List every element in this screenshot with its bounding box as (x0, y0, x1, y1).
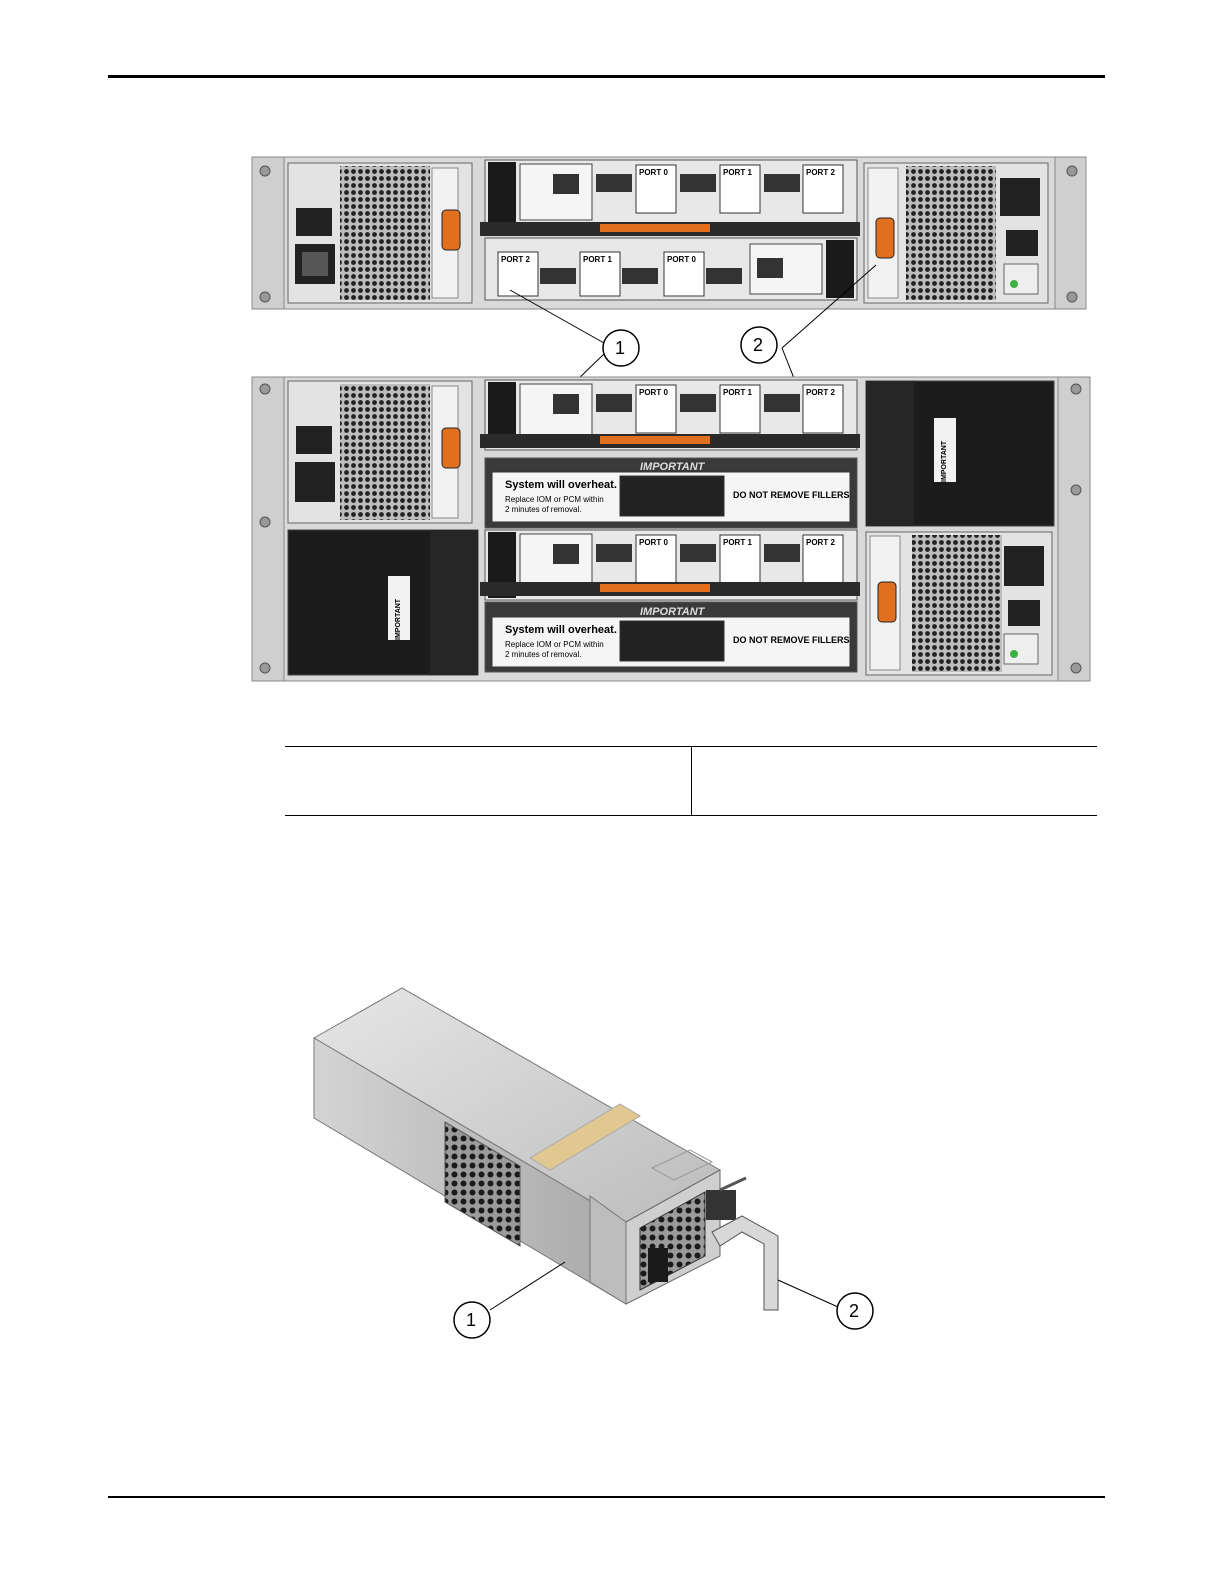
callout-2-label: 2 (753, 335, 763, 355)
psu-handle[interactable] (712, 1216, 778, 1310)
rack-ear-right (1058, 377, 1090, 681)
sas-port (622, 268, 658, 284)
svg-text:PORT 2: PORT 2 (806, 388, 835, 397)
fig2-callout-2-label: 2 (849, 1301, 859, 1321)
power-inlet (1000, 178, 1040, 216)
important-label: IMPORTANT (640, 461, 706, 473)
power-switch (1006, 230, 1038, 256)
iom-filler-lower: IMPORTANT System will overheat. Replace … (485, 602, 857, 672)
svg-text:Replace IOM or PCM within: Replace IOM or PCM within (505, 640, 604, 649)
psu-handle[interactable] (442, 210, 460, 250)
port0-label-a: PORT 0 (639, 168, 668, 177)
port1-label-b: PORT 1 (583, 255, 612, 264)
psu-handle[interactable] (878, 582, 896, 622)
footer-rule (108, 1496, 1105, 1498)
sas-port (540, 268, 576, 284)
svg-text:2 minutes of removal.: 2 minutes of removal. (505, 650, 581, 659)
port0-label-b: PORT 0 (667, 255, 696, 264)
rack-ear-left (252, 157, 284, 309)
svg-text:PORT 0: PORT 0 (639, 538, 668, 547)
iom-top-a: PORT 0 PORT 1 PORT 2 (480, 160, 860, 236)
svg-text:System will overheat.: System will overheat. (505, 624, 617, 636)
release-latch[interactable] (648, 1248, 668, 1282)
svg-text:IMPORTANT: IMPORTANT (640, 606, 706, 618)
overheat-body-1: Replace IOM or PCM within (505, 495, 604, 504)
right-psu-top (864, 163, 1048, 303)
callout-1-label: 1 (615, 338, 625, 358)
fig2-callout-1-label: 1 (466, 1310, 476, 1330)
power-inlet (295, 462, 335, 502)
port1-label-a: PORT 1 (723, 168, 752, 177)
svg-text:PORT 2: PORT 2 (806, 538, 835, 547)
sas-port (764, 174, 800, 192)
psu-handle[interactable] (876, 218, 894, 258)
iom-latch[interactable] (600, 436, 710, 444)
svg-text:DO NOT REMOVE FILLERS: DO NOT REMOVE FILLERS (733, 635, 850, 645)
filler-important-left: IMPORTANT (395, 598, 402, 640)
bottom-enclosure: IMPORTANT PORT 0 PORT 1 PORT 2 IMPORTANT… (252, 377, 1090, 681)
svg-text:PORT 0: PORT 0 (639, 388, 668, 397)
sas-port (596, 174, 632, 192)
port2-label-b: PORT 2 (501, 255, 530, 264)
left-psu-top (288, 163, 472, 303)
power-inlet (1004, 546, 1044, 586)
iom-top-b: PORT 2 PORT 1 PORT 0 (485, 238, 857, 300)
sas-port (706, 268, 742, 284)
fan-grille (912, 535, 1002, 672)
port2-label-a: PORT 2 (806, 168, 835, 177)
top-enclosure: PORT 0 PORT 1 PORT 2 PORT 2 PORT 1 PORT … (252, 157, 1086, 309)
rack-ear-right (1055, 157, 1086, 309)
psu-isometric (314, 988, 778, 1310)
svg-text:PORT 1: PORT 1 (723, 388, 752, 397)
power-switch (296, 426, 332, 454)
overheat-body-2: 2 minutes of removal. (505, 505, 581, 514)
power-switch (296, 208, 332, 236)
fan-grille (340, 384, 430, 520)
iom-filler-upper: IMPORTANT System will overheat. Replace … (485, 458, 857, 528)
svg-text:PORT 1: PORT 1 (723, 538, 752, 547)
iom-latch[interactable] (600, 584, 710, 592)
iom-latch[interactable] (600, 224, 710, 232)
callout-table (285, 746, 1097, 816)
fan-grille (340, 166, 430, 300)
fan-grille (906, 166, 996, 300)
svg-text:IMPORTANT: IMPORTANT (941, 440, 948, 482)
rack-ear-left (252, 377, 284, 681)
overheat-title: System will overheat. (505, 479, 617, 491)
sas-port (680, 174, 716, 192)
psu-handle[interactable] (442, 428, 460, 468)
filler-warning: DO NOT REMOVE FILLERS (733, 490, 850, 500)
table-divider (691, 747, 692, 815)
power-switch (1008, 600, 1040, 626)
